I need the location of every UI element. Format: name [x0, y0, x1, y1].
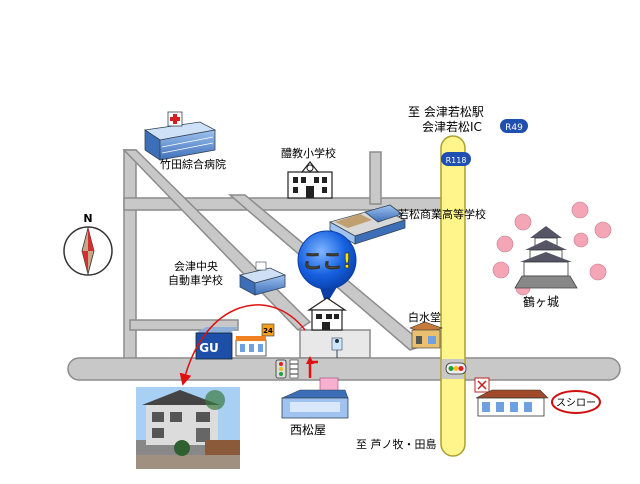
route-badge-r118-label: R118: [446, 156, 467, 165]
destination-house-icon: [307, 297, 347, 331]
label-takeda-hospital: 竹田綜合病院: [160, 157, 226, 171]
route-118-road: [440, 135, 466, 457]
sushiro-restaurant-icon: [474, 377, 549, 417]
road-lower-branch: [129, 319, 239, 331]
traffic-light-icon-right: [445, 362, 467, 375]
route-badge-r49: R49: [500, 119, 528, 133]
road-right-short: [369, 151, 382, 205]
photo-pointer-arrow: [179, 304, 306, 386]
shiramizudo-shop-icon: [409, 321, 443, 349]
destination-north-line1: 至 会津若松駅: [408, 105, 484, 119]
label-shiramizudo: 白水堂: [408, 310, 441, 324]
destination-north-line2: 会津若松IC: [422, 120, 482, 134]
label-nishimatsuya: 西松屋: [290, 423, 326, 437]
destination-south: 至 芦ノ牧・田島: [356, 437, 437, 451]
gu-store-icon: GU: [195, 327, 238, 360]
elementary-school-icon: [287, 161, 333, 199]
high-school-building-icon: [328, 204, 407, 245]
cherry-blossom-trees: [492, 201, 612, 296]
label-tsurugajo: 鶴ヶ城: [523, 294, 559, 309]
house-photo: [136, 387, 240, 469]
gu-store-label: GU: [199, 341, 219, 355]
label-driving-school-line1: 会津中央: [174, 260, 218, 273]
driving-school-building-icon: [238, 261, 287, 296]
store-24-label: 24: [263, 327, 273, 335]
road-main-horizontal: [67, 357, 621, 381]
convenience-store-icon: 24: [235, 323, 275, 357]
compass-north-label: N: [83, 212, 92, 225]
here-marker: ここ!: [297, 230, 357, 305]
sushiro-logo: スシロー: [551, 390, 601, 414]
here-marker-label: ここ!: [302, 249, 351, 273]
castle-icon: [514, 226, 578, 289]
hospital-building-icon: [143, 111, 217, 161]
traffic-light-icon-left: [275, 359, 299, 379]
label-sushiro: スシロー: [556, 398, 596, 409]
route-badge-r118: R118: [441, 152, 471, 166]
nishimatsuya-store-icon: [281, 377, 349, 419]
label-commercial-high-school: 若松商業高等学校: [398, 207, 486, 221]
label-elementary-school: 醴教小学校: [281, 146, 336, 160]
label-driving-school-line2: 自動車学校: [168, 273, 223, 287]
compass-icon: N: [63, 212, 113, 276]
turn-arrow-icon: [306, 356, 318, 378]
route-badge-r49-label: R49: [505, 123, 523, 133]
pedestrian-sign-icon: [331, 337, 343, 358]
